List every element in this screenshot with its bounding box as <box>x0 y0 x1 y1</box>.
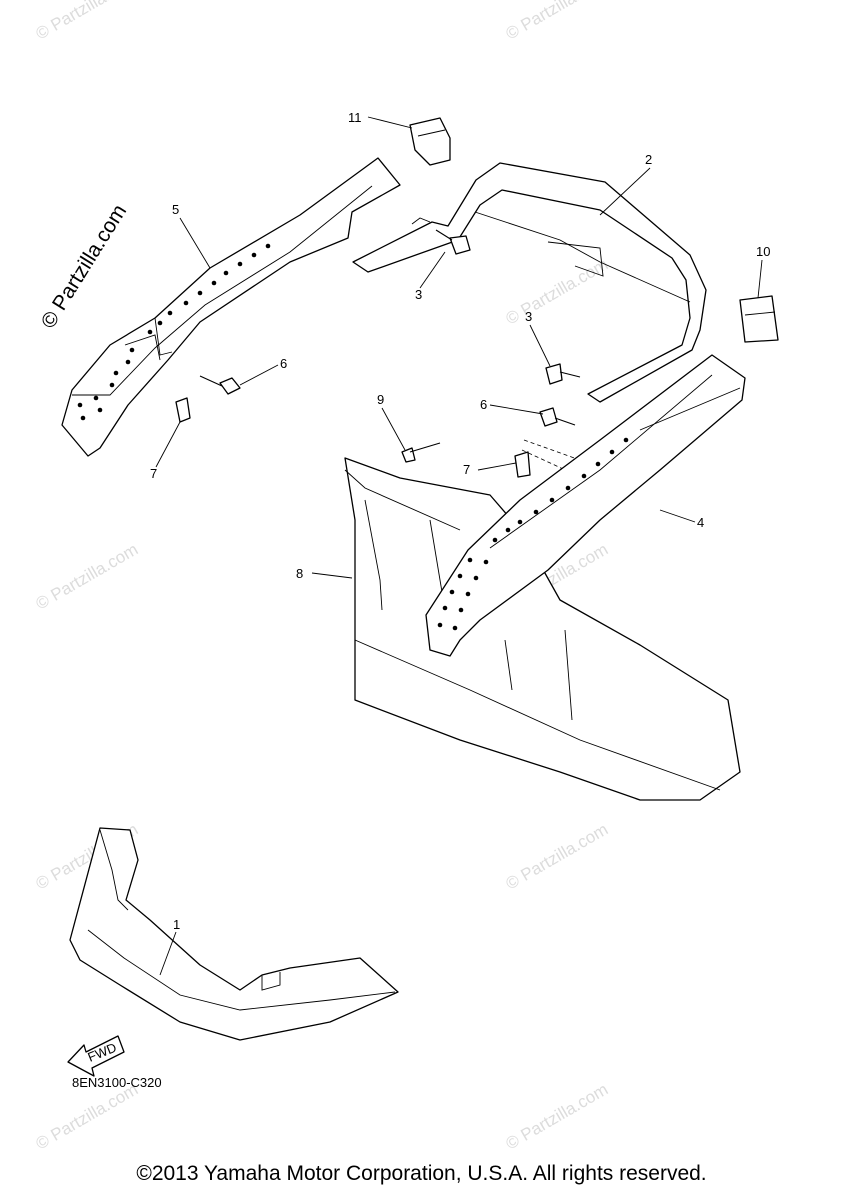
tread-holes <box>77 243 271 421</box>
fwd-arrow-icon: FWD <box>67 1035 125 1077</box>
callout-5: 5 <box>172 202 179 217</box>
watermark: © Partzilla.com <box>33 540 142 614</box>
brand-mark: © Partzilla.com <box>37 200 131 332</box>
diagram-reference-code: 8EN3100-C320 <box>72 1075 162 1090</box>
copyright-notice: ©2013 Yamaha Motor Corporation, U.S.A. A… <box>136 1162 707 1185</box>
callout-11: 11 <box>348 110 362 125</box>
watermark: © Partzilla.com <box>503 1080 612 1154</box>
part-9-rivet[interactable] <box>401 442 441 463</box>
callout-labels: 11 2 5 10 3 3 6 9 6 7 7 4 8 1 <box>150 110 770 932</box>
callout-7-left: 7 <box>150 466 157 481</box>
callout-leaders <box>155 116 763 976</box>
part-3-bolt-lower[interactable] <box>545 363 581 385</box>
part-11-cap[interactable] <box>409 117 451 166</box>
callout-6-right: 6 <box>480 397 487 412</box>
part-2-frame[interactable] <box>352 162 707 403</box>
callout-9: 9 <box>377 392 384 407</box>
callout-4: 4 <box>697 515 704 530</box>
watermark: © Partzilla.com <box>33 0 142 43</box>
callout-6-left: 6 <box>280 356 287 371</box>
part-6-bolt-right[interactable] <box>539 407 576 427</box>
part-10-cap[interactable] <box>739 295 779 343</box>
watermark: © Partzilla.com <box>503 255 612 329</box>
watermark: © Partzilla.com <box>33 1080 142 1154</box>
part-3-bolt-upper[interactable] <box>435 229 471 255</box>
callout-1: 1 <box>173 917 180 932</box>
part-7-clip-left[interactable] <box>175 397 191 423</box>
callout-3-lower: 3 <box>525 309 532 324</box>
callout-2: 2 <box>645 152 652 167</box>
tread-holes <box>437 437 629 631</box>
callout-8: 8 <box>296 566 303 581</box>
callout-7-right: 7 <box>463 462 470 477</box>
part-5-left-footrest[interactable] <box>61 157 401 457</box>
callout-3-upper: 3 <box>415 287 422 302</box>
part-4-right-footrest[interactable] <box>425 354 746 657</box>
part-6-bolt-left[interactable] <box>199 375 241 395</box>
callout-10: 10 <box>756 244 770 259</box>
part-7-clip-right[interactable] <box>514 451 531 478</box>
part-8-mud-flap[interactable] <box>344 457 741 801</box>
part-1-front-bumper[interactable] <box>69 827 399 1041</box>
watermark: © Partzilla.com <box>503 820 612 894</box>
watermark: © Partzilla.com <box>503 0 612 43</box>
